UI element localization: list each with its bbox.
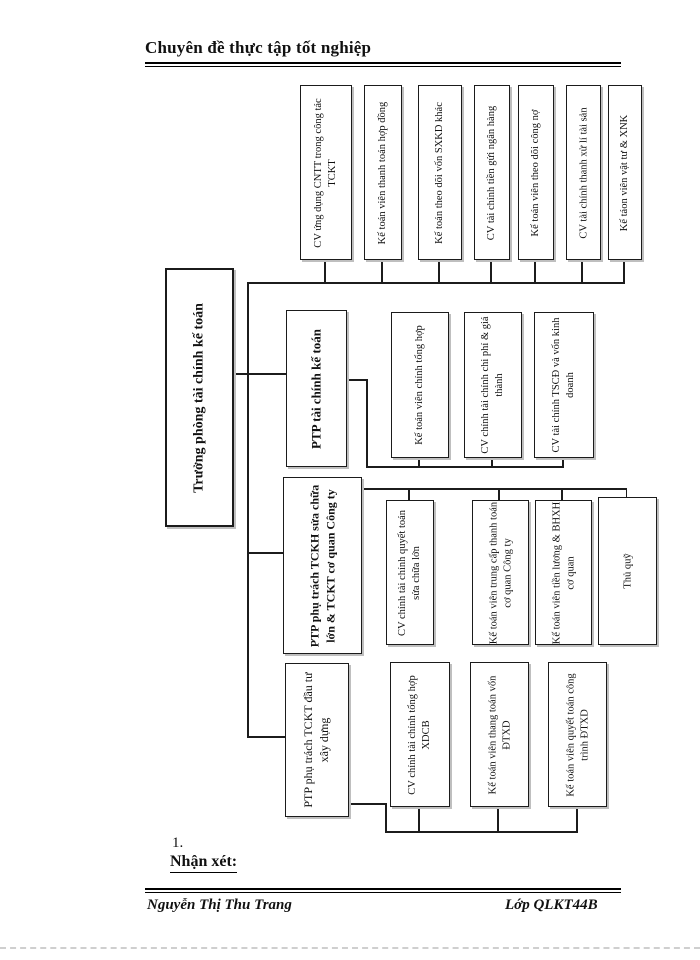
connector-line (247, 552, 283, 554)
org-box-label: Kế toán viên chính tổng hợp (414, 325, 426, 445)
connector-line (534, 258, 536, 283)
org-box-label: CV tài chính tiền gửi ngân hàng (486, 105, 498, 240)
org-box-label: Kế toán theo dõi vốn SXKD khác (434, 101, 446, 244)
connector-line (324, 258, 326, 283)
connector-line (438, 258, 440, 283)
connector-line (345, 379, 367, 381)
connector-line (385, 831, 578, 833)
page-break-line (0, 947, 700, 949)
org-box-kt-trung-cap-thanh-toan: Kế toán viên trung cấp thanh toán cơ qua… (472, 500, 529, 645)
connector-line (366, 379, 368, 467)
org-box-label: Kế toán viên theo dõi công nợ (530, 109, 542, 236)
org-box-kt-cong-no: Kế toán viên theo dõi công nợ (518, 85, 554, 260)
org-box-label: PTP phụ trách TCKH sửa chữa lớn & TCKT c… (306, 484, 337, 647)
org-box-label: CV ứng dụng CNTT trong công tác TCKT (313, 97, 338, 248)
org-box-label: CV chính tài chính chi phí & giá thành (480, 316, 505, 454)
org-box-label: Kế toán viên thanh toán hợp đồng (377, 101, 389, 244)
connector-line (347, 803, 386, 805)
org-box-label: Kế táon viên vật tư & XNK (619, 114, 631, 231)
connector-line (561, 488, 563, 500)
connector-line (247, 282, 625, 284)
org-box-label: Trưởng phòng tài chính kế toán (191, 302, 207, 493)
org-box-cv-chi-phi-gia-thanh: CV chính tài chính chi phí & giá thành (464, 312, 522, 458)
org-box-label: CV tài chính thanh xử lí tài sản (577, 106, 589, 239)
connector-line (418, 805, 420, 832)
org-box-label: CV chính tài chính quyết toán sửa chữa l… (397, 509, 422, 636)
footer-author: Nguyễn Thị Thu Trang (147, 897, 292, 913)
org-box-label: Kế toán viên quyết toán công trình ĐTXD (564, 672, 590, 797)
org-box-ptp-sua-chua-lon: PTP phụ trách TCKH sửa chữa lớn & TCKT c… (283, 477, 362, 654)
connector-line (623, 258, 625, 283)
org-box-kt-chinh-tong-hop: Kế toán viên chính tổng hợp (391, 312, 449, 458)
connector-line (418, 456, 420, 467)
connector-line (381, 258, 383, 283)
header-rule (145, 62, 621, 67)
org-box-label: CV tài chính TSCĐ và vốn kinh doanh (551, 317, 576, 453)
org-box-kt-vat-tu-xnk: Kế táon viên vật tư & XNK (608, 85, 642, 260)
org-box-cv-tscd-von-kinh-doanh: CV tài chính TSCĐ và vốn kinh doanh (534, 312, 594, 458)
org-box-kt-von-sxkd: Kế toán theo dõi vốn SXKD khác (418, 85, 462, 260)
org-box-cv-ung-dung-cntt: CV ứng dụng CNTT trong công tác TCKT (300, 85, 352, 260)
connector-line (576, 805, 578, 832)
org-box-label: Thủ quỹ (621, 553, 633, 589)
connector-line (247, 282, 249, 738)
org-box-label: CV chính tài chính tổng hợp XDCB (407, 674, 432, 795)
org-box-ptp-tai-chinh-ke-toan: PTP tài chính kế toán (286, 310, 347, 467)
org-box-kt-quyet-toan-cong-trinh: Kế toán viên quyết toán công trình ĐTXD (548, 662, 607, 807)
connector-line (230, 373, 286, 375)
org-box-kt-thanh-toan-hop-dong: Kế toán viên thanh toán hợp đồng (364, 85, 402, 260)
org-box-kt-thanh-toan-von-dtxd: Kế toán viên thang toán vốn ĐTXD (470, 662, 529, 807)
connector-line (360, 488, 627, 490)
header-title: Chuyên đề thực tập tốt nghiệp (145, 38, 372, 57)
section-number: 1. (172, 835, 184, 851)
org-box-cv-quyet-toan-scl: CV chính tài chính quyết toán sửa chữa l… (386, 500, 434, 645)
connector-line (366, 466, 564, 468)
org-box-thu-quy: Thủ quỹ (598, 497, 657, 645)
connector-line (498, 488, 500, 500)
org-box-truong-phong-tckt: Trưởng phòng tài chính kế toán (165, 268, 234, 527)
connector-line (247, 736, 285, 738)
org-box-label: PTP phụ trách TCKT đầu tư xây dựng (301, 672, 331, 808)
connector-line (581, 258, 583, 283)
org-box-label: Kế toán viên trung cấp thanh toán cơ qua… (487, 501, 513, 644)
org-box-cv-tien-gui-ngan-hang: CV tài chính tiền gửi ngân hàng (474, 85, 510, 260)
connector-line (490, 258, 492, 283)
org-box-label: Kế toán viên tiền lương & BHXH cơ quan (550, 501, 576, 644)
connector-line (497, 805, 499, 832)
org-box-cv-xu-li-tai-san: CV tài chính thanh xử lí tài sản (566, 85, 601, 260)
footer-rule (145, 888, 621, 893)
org-box-ptp-dtxd: PTP phụ trách TCKT đầu tư xây dựng (285, 663, 349, 817)
connector-line (408, 488, 410, 500)
connector-line (625, 488, 627, 498)
org-box-label: Kế toán viên thang toán vốn ĐTXD (486, 675, 512, 794)
org-box-label: PTP tài chính kế toán (308, 328, 324, 449)
section-heading: Nhận xét: (170, 853, 238, 873)
org-box-kt-tien-luong-bhxh: Kế toán viên tiền lương & BHXH cơ quan (535, 500, 592, 645)
footer-class: Lớp QLKT44B (505, 897, 598, 913)
connector-line (562, 456, 564, 467)
connector-line (385, 803, 387, 832)
org-box-cv-tong-hop-xdcb: CV chính tài chính tổng hợp XDCB (390, 662, 450, 807)
connector-line (491, 456, 493, 467)
